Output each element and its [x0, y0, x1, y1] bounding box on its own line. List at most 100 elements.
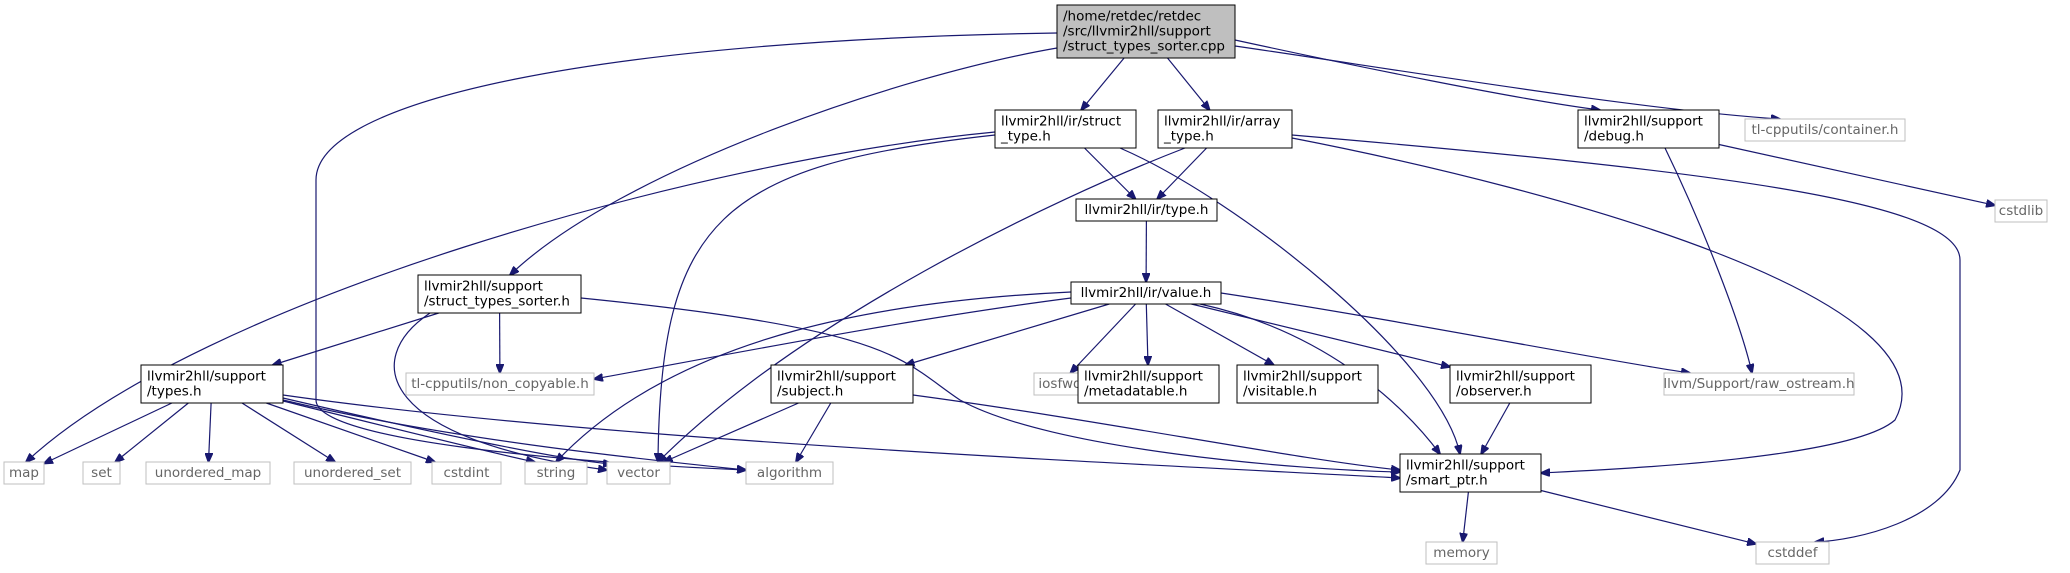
- node-cstddef: cstddef: [1755, 541, 1830, 565]
- edge-root-to-debug: [1234, 39, 1600, 110]
- node-label-observer-line-1: /observer.h: [1456, 384, 1532, 400]
- node-observer[interactable]: llvmir2hll/support/observer.h: [1449, 364, 1592, 404]
- node-label-string-line-0: string: [537, 465, 576, 481]
- edge-value-to-metadatable: [1146, 303, 1148, 365]
- node-label-unordered_map-line-0: unordered_map: [155, 465, 261, 481]
- node-value[interactable]: llvmir2hll/ir/value.h: [1070, 281, 1222, 305]
- node-iosfwd: iosfwd: [1033, 372, 1087, 396]
- edge-sts_h-to-types_h: [273, 312, 439, 365]
- node-container: tl-cpputils/container.h: [1744, 118, 1906, 142]
- node-label-struct_type-line-0: llvmir2hll/ir/struct: [1001, 114, 1121, 130]
- edge-array_type-to-vector: [658, 147, 1186, 462]
- edge-debug-to-raw_ostream: [1664, 147, 1752, 373]
- edge-sts_h-to-smart_ptr: [580, 297, 1400, 472]
- node-box-algorithm: [745, 461, 834, 485]
- node-unordered_map: unordered_map: [145, 461, 271, 485]
- node-box-type: [1075, 198, 1218, 222]
- node-box-raw_ostream: [1663, 372, 1855, 396]
- node-box-string: [524, 461, 588, 485]
- node-box-unordered_map: [145, 461, 271, 485]
- node-raw_ostream: llvm/Support/raw_ostream.h: [1663, 372, 1855, 396]
- node-box-container: [1744, 118, 1906, 142]
- node-root[interactable]: /home/retdec/retdec/src/llvmir2hll/suppo…: [1056, 4, 1236, 59]
- node-box-types_h: [140, 364, 284, 404]
- node-label-visitable-line-1: /visitable.h: [1243, 384, 1317, 400]
- edge-array_type-to-type: [1157, 147, 1208, 199]
- node-type[interactable]: llvmir2hll/ir/type.h: [1075, 198, 1218, 222]
- node-label-debug-line-0: llvmir2hll/support: [1584, 114, 1703, 130]
- edge-value-to-observer: [1191, 303, 1450, 367]
- node-box-debug: [1577, 109, 1720, 149]
- edge-smart_ptr-to-memory: [1463, 491, 1469, 542]
- node-array_type[interactable]: llvmir2hll/ir/array_type.h: [1157, 109, 1293, 149]
- node-label-visitable-line-0: llvmir2hll/support: [1243, 369, 1362, 385]
- node-debug[interactable]: llvmir2hll/support/debug.h: [1577, 109, 1720, 149]
- node-label-type-line-0: llvmir2hll/ir/type.h: [1085, 202, 1209, 218]
- edge-types_h-to-cstdint: [266, 402, 435, 462]
- node-box-observer: [1449, 364, 1592, 404]
- node-box-set: [82, 461, 121, 485]
- node-box-vector: [606, 461, 671, 485]
- node-metadatable[interactable]: llvmir2hll/support/metadatable.h: [1077, 364, 1220, 404]
- node-box-array_type: [1157, 109, 1293, 149]
- edge-subject-to-smart_ptr: [912, 394, 1400, 470]
- edge-array_type-to-smart_ptr: [1291, 137, 1903, 473]
- edge-sts_h-to-vector: [393, 312, 607, 470]
- node-label-types_h-line-0: llvmir2hll/support: [147, 369, 266, 385]
- node-struct_type[interactable]: llvmir2hll/ir/struct_type.h: [994, 109, 1137, 149]
- edge-debug-to-cstdlib: [1718, 143, 1995, 206]
- node-string: string: [524, 461, 588, 485]
- node-non_copyable: tl-cpputils/non_copyable.h: [405, 372, 595, 396]
- node-box-struct_type: [994, 109, 1137, 149]
- edge-value-to-iosfwd: [1070, 303, 1137, 373]
- edge-root-to-array_type: [1167, 57, 1210, 110]
- node-label-vector-line-0: vector: [617, 465, 660, 481]
- edge-struct_type-to-map: [26, 131, 996, 462]
- edge-array_type-to-cstddef: [1291, 134, 1961, 542]
- node-label-types_h-line-1: /types.h: [147, 384, 202, 400]
- edge-value-to-visitable: [1165, 303, 1274, 365]
- node-visitable[interactable]: llvmir2hll/support/visitable.h: [1236, 364, 1379, 404]
- node-label-subject-line-1: /subject.h: [777, 384, 843, 400]
- node-box-root: [1056, 4, 1236, 59]
- edge-struct_type-to-vector: [658, 134, 996, 462]
- edge-subject-to-algorithm: [796, 402, 832, 462]
- node-label-container-line-0: tl-cpputils/container.h: [1752, 122, 1899, 138]
- node-label-algorithm-line-0: algorithm: [757, 465, 822, 481]
- edge-value-to-non_copyable: [594, 297, 1072, 379]
- node-label-subject-line-0: llvmir2hll/support: [777, 369, 896, 385]
- node-box-cstdint: [431, 461, 502, 485]
- edge-smart_ptr-to-cstddef: [1540, 489, 1756, 544]
- edges-layer: [26, 32, 1995, 544]
- node-label-struct_type-line-1: _type.h: [1000, 129, 1051, 145]
- node-box-smart_ptr: [1399, 453, 1542, 493]
- node-vector: vector: [606, 461, 671, 485]
- node-label-sts_h-line-1: /struct_types_sorter.h: [424, 294, 570, 310]
- node-label-metadatable-line-0: llvmir2hll/support: [1084, 369, 1203, 385]
- node-label-debug-line-1: /debug.h: [1584, 129, 1644, 145]
- edge-root-to-struct_type: [1081, 57, 1125, 110]
- node-cstdlib: cstdlib: [1994, 199, 2048, 223]
- node-set: set: [82, 461, 121, 485]
- node-label-value-line-0: llvmir2hll/ir/value.h: [1081, 285, 1212, 301]
- node-label-array_type-line-0: llvmir2hll/ir/array: [1164, 114, 1280, 130]
- edge-types_h-to-unordered_set: [241, 402, 335, 462]
- node-label-cstddef-line-0: cstddef: [1768, 545, 1819, 561]
- node-box-unordered_set: [293, 461, 412, 485]
- node-label-unordered_set-line-0: unordered_set: [304, 465, 401, 481]
- node-unordered_set: unordered_set: [293, 461, 412, 485]
- edge-types_h-to-string: [282, 400, 535, 462]
- node-smart_ptr[interactable]: llvmir2hll/support/smart_ptr.h: [1399, 453, 1542, 493]
- node-box-visitable: [1236, 364, 1379, 404]
- edge-types_h-to-smart_ptr: [282, 394, 1400, 478]
- edge-types_h-to-set: [115, 402, 189, 462]
- node-sts_h[interactable]: llvmir2hll/support/struct_types_sorter.h: [417, 274, 582, 314]
- node-box-map: [3, 461, 45, 485]
- node-label-root-line-2: /struct_types_sorter.cpp: [1063, 39, 1225, 55]
- node-types_h[interactable]: llvmir2hll/support/types.h: [140, 364, 284, 404]
- node-label-cstdint-line-0: cstdint: [444, 465, 490, 481]
- node-box-cstdlib: [1994, 199, 2048, 223]
- node-subject[interactable]: llvmir2hll/support/subject.h: [770, 364, 914, 404]
- node-label-cstdlib-line-0: cstdlib: [1999, 203, 2043, 219]
